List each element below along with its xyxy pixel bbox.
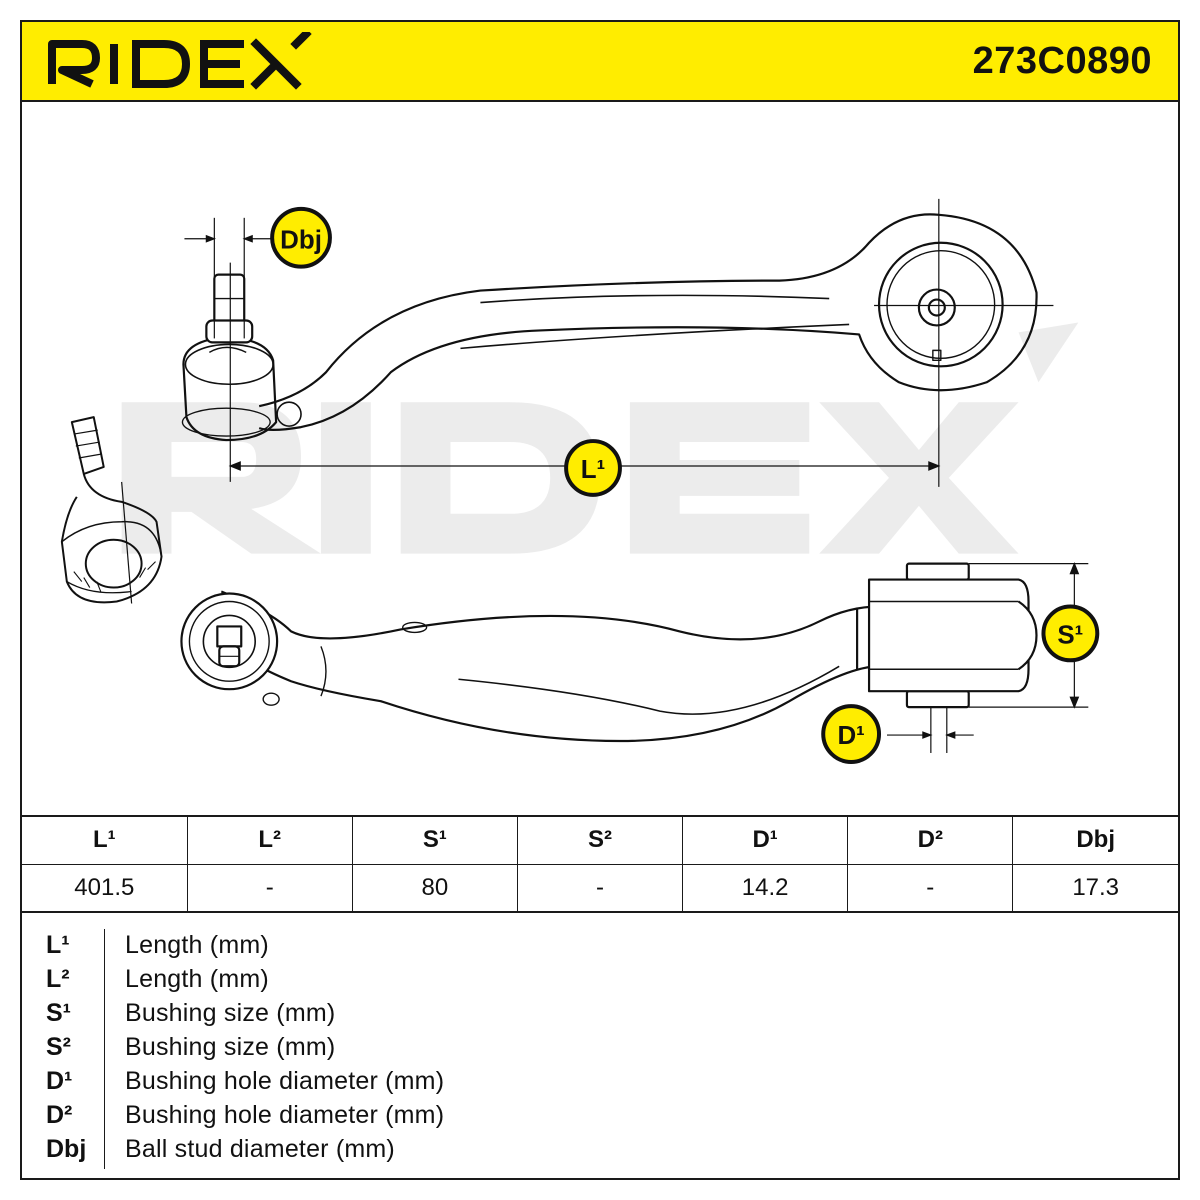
header-cell: S²: [516, 815, 684, 865]
legend-symbol: S¹: [46, 999, 71, 1027]
legend-symbol: Dbj: [46, 1135, 87, 1163]
legend-symbol: S²: [46, 1033, 71, 1061]
value-cell: 401.5: [22, 863, 188, 913]
legend-description: Ball stud diameter (mm): [125, 1135, 395, 1163]
legend-description: Length (mm): [125, 965, 269, 993]
callout-d1-label: D¹: [837, 722, 864, 750]
spec-table-header-row: L¹ L² S¹ S² D¹ D² Dbj: [22, 815, 1178, 865]
legend: L¹ Length (mm) L² Length (mm) S¹ Bushing…: [22, 915, 1178, 1180]
header-cell: Dbj: [1012, 815, 1178, 865]
callout-l1: L¹: [564, 439, 622, 497]
legend-description: Bushing hole diameter (mm): [125, 1067, 445, 1095]
legend-item: S¹ Bushing size (mm): [22, 997, 1178, 1031]
side-view-arm: [180, 562, 1038, 743]
spec-table: L¹ L² S¹ S² D¹ D² Dbj 401.5 - 80 - 14.2 …: [22, 815, 1178, 913]
callout-l1-label: L¹: [581, 456, 605, 484]
datasheet-frame: 273C0890: [20, 20, 1180, 1180]
header-cell: L²: [186, 815, 353, 865]
callout-s1: S¹: [1041, 604, 1100, 663]
ridex-watermark: [121, 322, 1079, 554]
value-cell: -: [186, 863, 353, 913]
callout-dbj: Dbj: [270, 206, 332, 269]
legend-item: D¹ Bushing hole diameter (mm): [22, 1065, 1178, 1099]
value-cell: 80: [351, 863, 518, 913]
technical-drawing: Dbj L¹ S¹ D¹: [60, 198, 1100, 764]
callout-s1-label: S¹: [1057, 621, 1083, 649]
legend-item: S² Bushing size (mm): [22, 1031, 1178, 1065]
header-cell: S¹: [351, 815, 518, 865]
legend-symbol: D²: [46, 1101, 73, 1129]
legend-item: L¹ Length (mm): [22, 929, 1178, 963]
legend-symbol: L²: [46, 965, 70, 993]
legend-item: D² Bushing hole diameter (mm): [22, 1099, 1178, 1133]
callout-d1: D¹: [821, 704, 882, 764]
value-cell: -: [847, 863, 1014, 913]
dbj-dimension: [184, 217, 274, 339]
legend-item: Dbj Ball stud diameter (mm): [22, 1133, 1178, 1167]
legend-description: Bushing hole diameter (mm): [125, 1101, 445, 1129]
ridex-logo: [48, 32, 312, 90]
legend-description: Bushing size (mm): [125, 1033, 336, 1061]
header-cell: D²: [847, 815, 1014, 865]
legend-item: L² Length (mm): [22, 963, 1178, 997]
legend-symbol: D¹: [46, 1067, 73, 1095]
header-bar: 273C0890: [22, 22, 1178, 102]
spec-table-value-row: 401.5 - 80 - 14.2 - 17.3: [22, 863, 1178, 913]
value-cell: -: [516, 863, 684, 913]
header-cell: L¹: [22, 815, 188, 865]
d1-dimension: [887, 707, 974, 753]
legend-description: Bushing size (mm): [125, 999, 336, 1027]
part-number: 273C0890: [972, 40, 1152, 82]
ball-joint-detail: [60, 416, 163, 604]
legend-divider: [104, 929, 105, 1169]
value-cell: 14.2: [682, 863, 849, 913]
s1-dimension: [968, 562, 1089, 709]
callout-dbj-label: Dbj: [280, 227, 322, 255]
header-cell: D¹: [682, 815, 849, 865]
value-cell: 17.3: [1012, 863, 1178, 913]
legend-description: Length (mm): [125, 931, 269, 959]
top-view-arm: [181, 213, 1038, 442]
legend-symbol: L¹: [46, 931, 70, 959]
